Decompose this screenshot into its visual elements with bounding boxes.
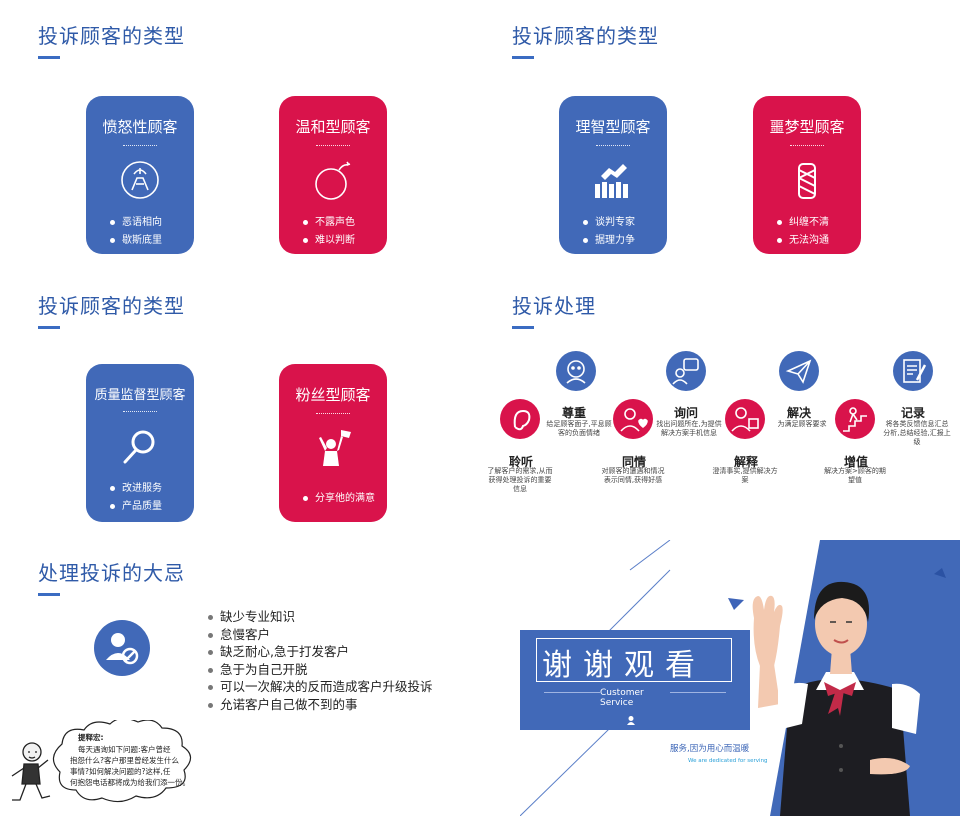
step-desc: 将各类反馈信息汇总分析,总结经验,汇报上级: [883, 420, 951, 446]
card-title: 理智型顾客: [575, 118, 651, 136]
step-title: 解释: [734, 455, 759, 469]
panel4-title: 投诉处理: [512, 290, 596, 329]
customer-face-icon: [566, 360, 586, 384]
slogan: 服务,因为用心而温暖: [670, 744, 750, 754]
slogan-en: We are dedicated for serving: [688, 758, 768, 764]
thanks-box: [520, 630, 750, 730]
card-item: 谈判专家: [583, 214, 667, 232]
card-item: 改进服务: [110, 480, 194, 498]
step-sympathy-circle: [613, 399, 653, 439]
step-inquire-circle: [666, 351, 706, 391]
note-line: 事情?如何解决问题的?这样,任: [70, 767, 171, 776]
volcano-icon: [118, 158, 162, 202]
taboo-item: 缺乏耐心,急于打发客户: [208, 643, 433, 661]
taboo-item: 允诺客户自己做不到的事: [208, 696, 433, 714]
ear-icon: [513, 409, 531, 431]
user-forbidden-icon: [94, 620, 150, 676]
card-item: 恶语相向: [110, 214, 194, 232]
note-label: 提释宏:: [78, 733, 104, 742]
card-item: 无法沟通: [777, 232, 861, 250]
card-item: 歇斯底里: [110, 232, 194, 250]
service-en-2: Service: [600, 698, 634, 708]
tangled-rope-icon: [785, 158, 829, 202]
step-title: 询问: [674, 406, 699, 420]
step-desc: 为满足顾客要求: [777, 420, 827, 428]
thanks-frame: [536, 638, 732, 682]
card-fan-customer: 粉丝型顾客 分享他的满意: [279, 364, 387, 522]
card-item: 难以判断: [303, 232, 387, 250]
notepad-icon: [903, 359, 927, 383]
step-respect-circle: [556, 351, 596, 391]
agent-icon: [626, 710, 636, 725]
panel2-title: 投诉顾客的类型: [512, 20, 659, 59]
cartoon-man: [8, 740, 52, 804]
magnifier-icon: [118, 424, 162, 468]
card-nightmare-customer: 噩梦型顾客 纠缠不清 无法沟通: [753, 96, 861, 254]
step-value-circle: [835, 399, 875, 439]
card-item: 不露声色: [303, 214, 387, 232]
card-quality-customer: 质量监督型顾客 改进服务 产品质量: [86, 364, 194, 522]
taboo-item: 怠慢客户: [208, 626, 433, 644]
step-desc: 了解客户的需求,从而获得处理投诉的重要信息: [487, 467, 553, 493]
handshake-icon: [591, 158, 635, 202]
step-desc: 解决方案>顾客的期望值: [824, 467, 886, 484]
card-title: 愤怒性顾客: [102, 118, 178, 136]
step-title: 增值: [844, 455, 869, 469]
card-title: 质量监督型顾客: [94, 388, 186, 403]
card-title: 粉丝型顾客: [295, 386, 371, 404]
taboo-list: 缺少专业知识 怠慢客户 缺乏耐心,急于打发客户 急于为自己开脱 可以一次解决的反…: [208, 608, 433, 713]
card-title: 温和型顾客: [295, 118, 371, 136]
step-title: 记录: [901, 406, 926, 420]
service-woman-image: [752, 581, 920, 816]
thanks-title: 谢谢观看: [542, 648, 706, 683]
step-record-circle: [893, 351, 933, 391]
step-title: 解决: [787, 406, 812, 420]
step-explain-circle: [725, 399, 765, 439]
card-angry-customer: 愤怒性顾客 恶语相向 歇斯底里: [86, 96, 194, 254]
step-desc: 对顾客的遭遇和情况表示同情,获得好感: [601, 467, 665, 484]
card-rational-customer: 理智型顾客 谈判专家 据理力争: [559, 96, 667, 254]
thanks-panel: 谢谢观看 Customer Service 服务,因为用心而温暖 We are …: [520, 540, 960, 816]
step-title: 同情: [622, 455, 647, 469]
note-line: 抱怨什么?客户那里曾经发生什么: [70, 756, 179, 765]
taboo-item: 缺少专业知识: [208, 608, 433, 626]
card-mild-customer: 温和型顾客 不露声色 难以判断: [279, 96, 387, 254]
step-listen-circle: [500, 399, 540, 439]
step-desc: 澄清事实,提供解决方案: [712, 467, 778, 484]
panel1-title: 投诉顾客的类型: [38, 20, 185, 59]
step-title: 聆听: [509, 455, 534, 469]
card-title: 噩梦型顾客: [769, 118, 845, 136]
step-desc: 找出问题所在,为提供解决方案手机信息: [656, 420, 722, 437]
taboo-item: 急于为自己开脱: [208, 661, 433, 679]
service-en-1: Customer: [600, 688, 644, 698]
bomb-icon: [311, 158, 355, 202]
heart-person-icon: [620, 408, 648, 432]
paper-plane-icon: [785, 359, 812, 384]
note-line: 每天遇询如下问题:客户曾经: [78, 745, 171, 754]
card-item: 纠缠不清: [777, 214, 861, 232]
step-title: 尊重: [562, 406, 587, 420]
panel5-title: 处理投诉的大忌: [38, 557, 185, 596]
explain-person-icon: [731, 407, 759, 432]
thought-cloud: 提释宏: 每天遇询如下问题:客户曾经 抱怨什么?客户那里曾经发生什么 事情?如何…: [40, 717, 200, 804]
question-chat-icon: [672, 358, 699, 385]
panel3-title: 投诉顾客的类型: [38, 290, 185, 329]
step-resolve-circle: [779, 351, 819, 391]
taboo-item: 可以一次解决的反而造成客户升级投诉: [208, 678, 433, 696]
card-item: 分享他的满意: [303, 490, 387, 508]
fan-cheering-icon: [311, 426, 355, 470]
step-desc: 给足顾客面子,平息顾客的负面情绪: [546, 420, 612, 437]
card-item: 据理力争: [583, 232, 667, 250]
stairs-up-icon: [843, 407, 867, 432]
card-item: 产品质量: [110, 498, 194, 516]
note-line: 何抱怨电话都将成为给我们添一份。: [70, 778, 190, 787]
